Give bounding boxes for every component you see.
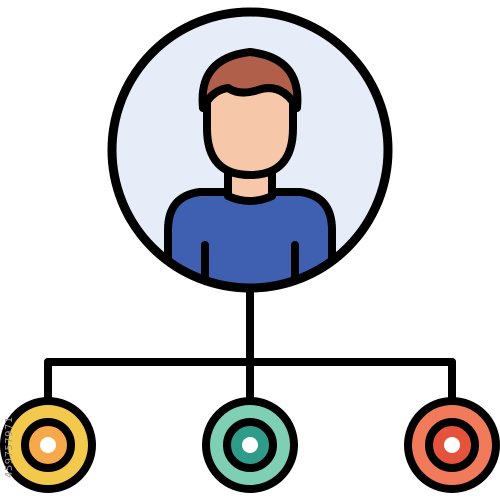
node-right: [404, 397, 500, 493]
watermark-side-id: 459757971: [4, 416, 15, 478]
connector-lines: [44, 288, 456, 404]
node-center: [202, 397, 298, 493]
node-right-core: [444, 437, 460, 453]
person-neck: [224, 168, 276, 205]
avatar: [107, 7, 393, 293]
person-hair: [198, 48, 302, 112]
avatar-circle-outline: [107, 7, 393, 293]
node-center-core: [242, 437, 258, 453]
node-left-core: [40, 437, 56, 453]
person-head: [198, 48, 302, 179]
node-left: [0, 397, 96, 493]
